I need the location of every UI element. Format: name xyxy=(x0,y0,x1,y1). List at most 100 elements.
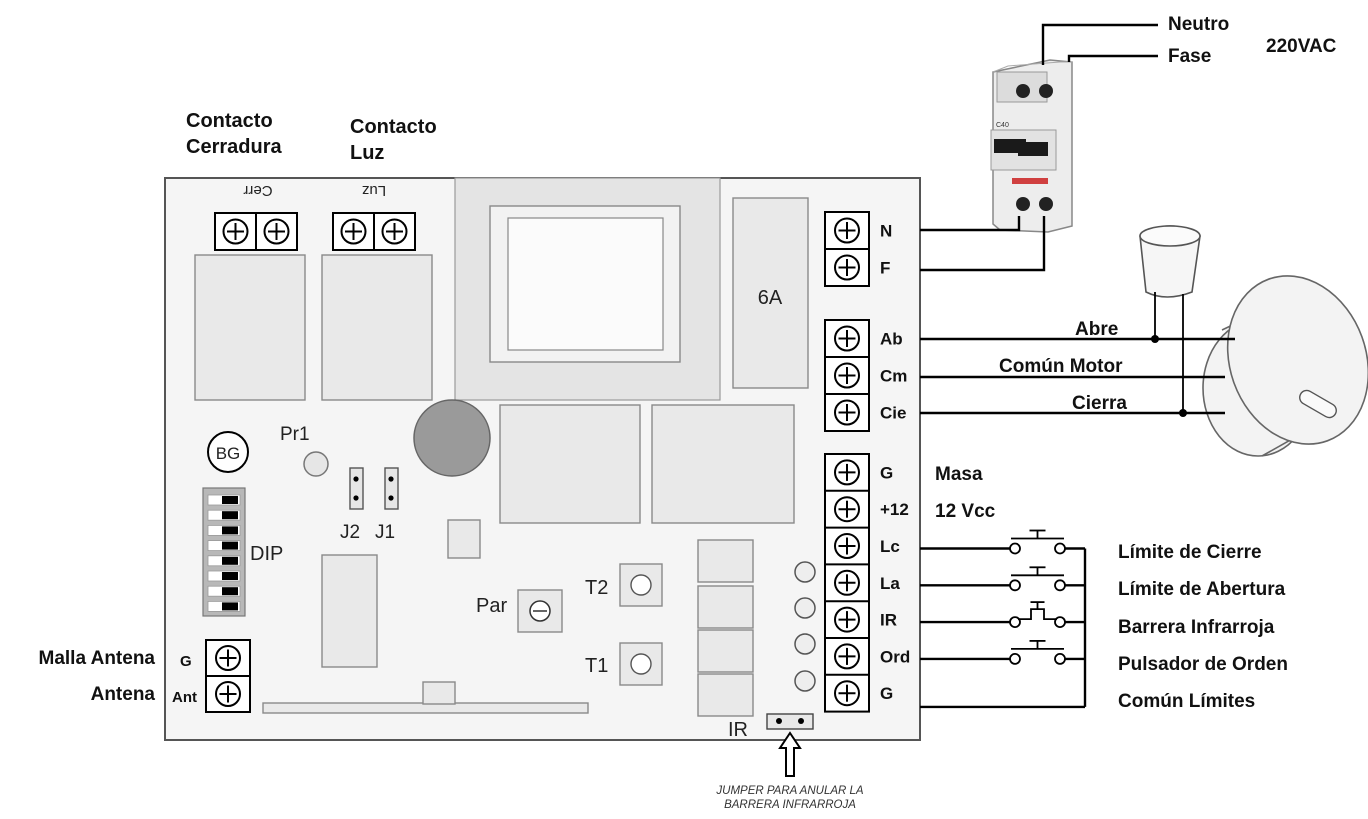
masa-label: Masa xyxy=(935,464,983,485)
pr1-led xyxy=(303,451,329,477)
pr1-label: Pr1 xyxy=(280,424,310,445)
switch-contact xyxy=(1009,579,1021,592)
screw-icon xyxy=(381,218,408,245)
small-chip xyxy=(447,519,481,559)
ir-board-label: IR xyxy=(728,719,748,741)
terminal-label-inputs-2: Lc xyxy=(880,537,900,556)
switch-contact xyxy=(1054,542,1066,555)
screw-icon xyxy=(215,681,241,707)
screw-icon xyxy=(834,606,860,633)
jumper-note-line2: BARRERA INFRARROJA xyxy=(724,799,856,811)
bg-circle xyxy=(207,431,249,473)
ir-module xyxy=(697,539,754,583)
relay-luz xyxy=(321,254,433,401)
comun-limites-label: Común Límites xyxy=(1118,691,1255,712)
dip-key-lever xyxy=(222,526,238,535)
vac-label: 220VAC xyxy=(1266,36,1337,57)
jumper-j2-pin xyxy=(353,476,359,482)
screw-icon xyxy=(834,399,860,426)
dip-key-lever xyxy=(222,587,238,596)
small-connector xyxy=(422,681,456,705)
switch-icon xyxy=(1018,601,1057,620)
dip-switch xyxy=(202,487,246,617)
ant-ant-label: Ant xyxy=(172,689,197,706)
dip-key-lever xyxy=(222,556,238,565)
wire-f-breaker xyxy=(920,216,1046,272)
led xyxy=(794,633,816,655)
terminal-label-inputs-3: La xyxy=(880,574,900,593)
terminal-label-motor-1: Cm xyxy=(880,367,907,386)
terminal-label-inputs-1: +12 xyxy=(880,500,909,519)
screw-icon xyxy=(834,362,860,389)
antena-label: Antena xyxy=(91,684,156,705)
screw-icon xyxy=(340,218,367,245)
neutro-label: Neutro xyxy=(1168,14,1229,35)
ir-jumper-pin xyxy=(798,718,804,724)
ir-module xyxy=(697,629,754,673)
switch-icon xyxy=(1011,566,1064,577)
contacto-cerradura-label-1: Contacto xyxy=(186,110,273,132)
terminal-block-power: NF xyxy=(824,211,892,287)
terminal-label-inputs-4: IR xyxy=(880,611,897,630)
limite-cierre-label: Límite de Cierre xyxy=(1118,542,1262,563)
cerr-label: Cerr xyxy=(243,182,272,199)
led xyxy=(794,670,816,692)
screw-icon xyxy=(834,533,860,559)
led xyxy=(794,597,816,619)
screw-icon xyxy=(263,218,290,245)
switch-contact xyxy=(1009,616,1021,628)
contacto-luz-label-1: Contacto xyxy=(350,116,437,138)
dip-key-lever xyxy=(222,511,238,520)
fuse-6a xyxy=(732,197,809,389)
dip-key-lever xyxy=(222,602,238,611)
jumper-arrow-icon xyxy=(778,731,802,777)
relay-cerradura xyxy=(194,254,306,401)
screw-icon xyxy=(834,459,860,486)
screw-icon xyxy=(215,645,241,671)
screw-icon xyxy=(834,325,860,352)
relay-motor-2 xyxy=(651,404,795,524)
relay-motor-1 xyxy=(499,404,641,524)
terminal-label-inputs-6: G xyxy=(880,684,893,703)
pulsador-orden-label: Pulsador de Orden xyxy=(1118,654,1288,675)
t2-button-cap xyxy=(630,574,652,596)
wire-n-breaker xyxy=(920,216,1021,232)
contacto-luz-label-2: Luz xyxy=(350,142,384,164)
switch-icon xyxy=(1011,529,1064,540)
fuse-label: 6A xyxy=(758,287,783,309)
j2-label: J2 xyxy=(340,522,360,543)
buzzer xyxy=(413,399,491,477)
ir-module xyxy=(697,585,754,629)
barrera-ir-label: Barrera Infrarroja xyxy=(1118,617,1275,638)
ir-jumper-pin xyxy=(776,718,782,724)
switch-contact xyxy=(1054,616,1066,628)
motor xyxy=(1202,275,1368,457)
switch-icon xyxy=(1011,640,1064,650)
switch-contact xyxy=(1054,579,1066,592)
breaker-brand: C40 xyxy=(996,122,1009,129)
j1-label: J1 xyxy=(375,522,395,543)
jumper-j1 xyxy=(384,467,399,510)
screw-icon xyxy=(834,217,860,244)
terminal-label-inputs-5: Ord xyxy=(880,647,910,666)
cierra-label: Cierra xyxy=(1072,393,1127,414)
jumper-j1-pin xyxy=(388,476,394,482)
module-left xyxy=(321,554,378,668)
jumper-j2-pin xyxy=(353,495,359,501)
abre-label: Abre xyxy=(1075,319,1118,340)
motor-capacitor xyxy=(1139,225,1201,298)
t1-button-cap xyxy=(630,653,652,675)
dip-key-lever xyxy=(222,541,238,550)
fase-label: Fase xyxy=(1168,46,1211,67)
malla-antena-label: Malla Antena xyxy=(39,648,156,669)
terminal-label-power-0: N xyxy=(880,222,892,241)
terminal-label-motor-0: Ab xyxy=(880,330,903,349)
switch-contact xyxy=(1054,653,1066,665)
screw-icon xyxy=(834,569,860,596)
vcc-label: 12 Vcc xyxy=(935,501,996,522)
screw-icon xyxy=(834,680,860,707)
wire-neutro xyxy=(1041,23,1158,65)
